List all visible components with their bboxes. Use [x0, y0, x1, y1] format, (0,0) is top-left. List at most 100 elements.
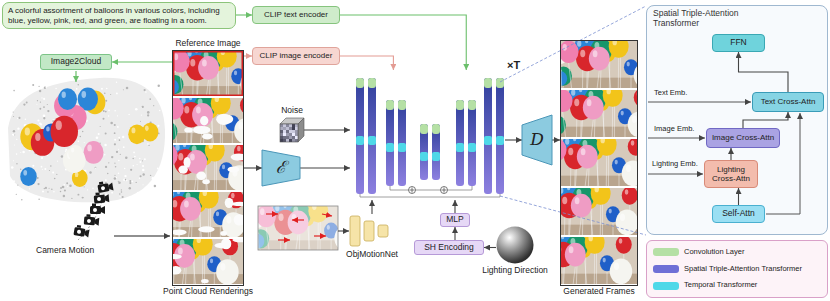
camera-icon [90, 206, 101, 214]
balloon-photo [561, 246, 562, 254]
noise-cube-shape [280, 124, 283, 127]
point-cloud [63, 184, 65, 186]
balloon-photo [602, 202, 603, 235]
point-cloud [84, 186, 85, 187]
point-cloud [8, 78, 165, 202]
point-cloud [122, 136, 124, 138]
balloon-photo [619, 238, 623, 243]
point-cloud [66, 182, 68, 184]
balloon-photo [202, 133, 213, 139]
point-cloud [104, 154, 106, 156]
point-cloud [43, 98, 45, 100]
point-cloud [43, 114, 46, 117]
point-cloud [78, 84, 80, 86]
balloon-photo [575, 197, 580, 204]
point-cloud [36, 104, 37, 105]
balloon-photo [234, 214, 243, 225]
balloon-photo [320, 220, 321, 250]
balloon-photo [178, 247, 183, 254]
point-cloud [133, 152, 135, 154]
balloon-photo [184, 157, 191, 168]
balloon-photo [608, 153, 609, 186]
balloon-photo [561, 120, 562, 134]
lighting-sphere-shape [496, 226, 534, 264]
point-cloud [123, 146, 125, 148]
point-cloud [125, 179, 127, 181]
node-label: Noise [281, 106, 303, 116]
point-cloud [114, 139, 116, 141]
unet-blocks [356, 136, 364, 145]
balloon-photo [577, 145, 598, 169]
balloon-photo [565, 139, 569, 145]
node-label: Image2Cloud [51, 57, 102, 67]
noise-cube-shape [283, 127, 286, 130]
point-cloud [65, 149, 67, 151]
decoder-trapezoid: D [522, 115, 552, 165]
point-cloud [131, 127, 135, 133]
noise-cube-shape [280, 127, 283, 130]
embedding-label: Image Emb. [654, 125, 694, 134]
noise-cube-shape [295, 133, 298, 136]
node-label: ×T [507, 59, 520, 72]
unet-blocks [356, 78, 364, 194]
point-cloud [98, 133, 100, 135]
point-cloud [144, 158, 146, 160]
point-cloud [20, 169, 21, 170]
balloon-photo [198, 56, 219, 80]
point-cloud [121, 191, 122, 192]
motion-arrow [322, 214, 332, 216]
balloon-photo [234, 71, 237, 76]
balloon-photo [562, 44, 566, 51]
balloon-photo [561, 41, 637, 88]
point-cloud [125, 179, 127, 181]
balloon-photo [173, 51, 190, 73]
encoder-box: CLIP text encoder [252, 6, 340, 24]
balloon-photo [561, 127, 637, 137]
point-cloud [45, 87, 47, 89]
unet-blocks [386, 143, 394, 152]
balloon-photo [199, 212, 201, 237]
point-cloud [152, 83, 154, 85]
balloon-photo [231, 154, 243, 161]
balloon-photo [222, 165, 225, 170]
network-icon-shape [378, 225, 388, 237]
point-cloud [145, 91, 147, 93]
point-cloud [45, 187, 47, 189]
point-cloud [139, 161, 141, 163]
noise-cube-shape [283, 130, 286, 133]
noise-cube-shape [292, 124, 295, 127]
node-label: Lighting Cross-Attn [709, 165, 753, 183]
unet-blocks [468, 143, 476, 152]
point-cloud [87, 145, 92, 152]
unet-blocks [432, 152, 440, 161]
balloon-photo [631, 140, 635, 145]
balloon-photo [214, 162, 215, 190]
balloon-photo [238, 122, 243, 130]
point-cloud [17, 118, 18, 119]
balloon-photo [591, 188, 611, 205]
node-label: Self-Attn [722, 209, 755, 219]
point-cloud [145, 126, 149, 132]
balloon-photo [216, 259, 238, 284]
node-label: D [530, 130, 544, 150]
balloon-photo [189, 98, 192, 100]
balloon-photo [561, 78, 637, 88]
point-cloud [16, 194, 17, 195]
point-cloud [129, 187, 131, 189]
balloon-photo [188, 221, 190, 237]
point-cloud [105, 179, 107, 181]
balloon-photo [561, 90, 573, 112]
point-cloud [100, 126, 101, 127]
point-cloud [147, 111, 150, 114]
panel-ground [646, 5, 828, 235]
balloon-photo [585, 258, 587, 284]
point-cloud [16, 153, 18, 155]
balloon-photo [214, 272, 215, 284]
point-cloud [149, 98, 151, 100]
point-cloud [56, 174, 57, 175]
point-cloud [147, 114, 149, 116]
unet-blocks [420, 124, 428, 134]
camera-icon [95, 217, 100, 225]
point-cloud [118, 149, 119, 150]
point-cloud [140, 121, 141, 122]
